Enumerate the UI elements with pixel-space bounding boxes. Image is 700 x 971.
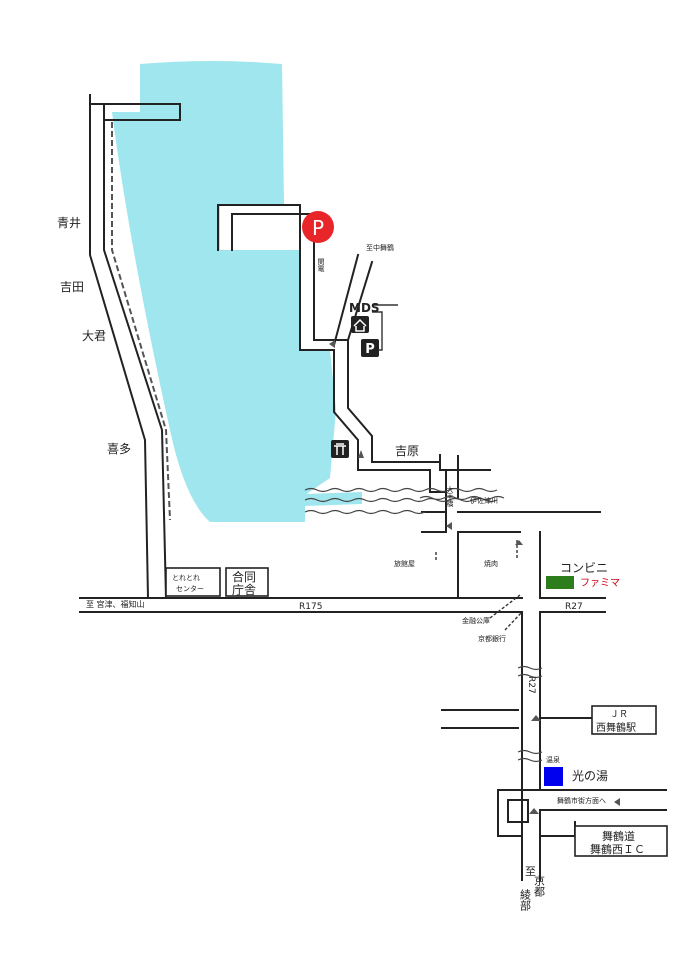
totoreta-label-1: とれとれ — [172, 574, 200, 582]
shop-left-label: 旅館屋 — [394, 559, 415, 568]
small-parking-icon[interactable] — [361, 339, 379, 357]
rail-line — [441, 709, 519, 729]
r27-breaks — [517, 665, 543, 763]
godo-label-1: 合同 — [232, 569, 256, 584]
label-yoshida: 吉田 — [60, 280, 84, 294]
miyazu-dir-label: 至 宮津、福知山 — [86, 599, 145, 609]
small-parking-label: P — [365, 342, 375, 357]
kinroukaikan-label: 金融公庫 — [462, 616, 490, 625]
shrine-icon[interactable] — [331, 440, 349, 458]
onsen-marker-icon[interactable] — [544, 767, 563, 786]
jr-label-2: 西舞鶴駅 — [596, 721, 636, 734]
shop-sanwa-label: 焼肉 — [484, 559, 498, 568]
route-27-vertical-label: R27 — [526, 676, 536, 694]
totoreta-center-box[interactable] — [165, 567, 221, 597]
ohashi-bridge-label: 大手橋 — [446, 485, 454, 508]
parking-pier-road — [217, 204, 315, 351]
coast-road — [89, 94, 168, 600]
ayabe-dir-1: 至 — [525, 865, 536, 878]
parking-marker-icon[interactable] — [302, 211, 334, 243]
jr-label-1: ＪＲ — [610, 710, 628, 720]
konbini-label: コンビニ — [560, 561, 608, 575]
onsen-name-label: 光の湯 — [572, 769, 608, 783]
parking-marker-label: P — [312, 216, 324, 240]
label-yoshiwara: 吉原 — [395, 444, 419, 458]
shop-leaders — [435, 540, 523, 631]
godo-chosha-box[interactable] — [225, 567, 269, 597]
river-label: 伊佐津川 — [470, 496, 498, 505]
city-office-label: 舞鶴市街方面へ — [557, 796, 606, 805]
familymart-label: ファミマ — [580, 578, 620, 589]
mds-label: MDS — [349, 301, 380, 315]
mds-building-glyph — [353, 318, 367, 332]
expressway-label-1: 舞鶴道 — [602, 829, 635, 843]
ayabe-dir-3: 京都 — [533, 874, 546, 897]
vertical-building-label: 関電 — [317, 258, 325, 272]
familymart-marker-icon[interactable] — [546, 576, 574, 589]
yoshiwara-roads — [357, 454, 601, 599]
label-chuseki-dir: 至中舞鶴 — [366, 243, 394, 252]
coast-edge — [111, 122, 171, 521]
totoreta-label-2: センター — [176, 584, 204, 593]
route-27 — [521, 611, 541, 881]
expressway-box[interactable] — [574, 825, 668, 857]
label-ogimi: 大君 — [82, 329, 106, 343]
direction-arrows-icon — [329, 340, 620, 814]
expressway-label-2: 舞鶴西ＩＣ — [590, 842, 645, 856]
jr-station-box[interactable] — [591, 705, 657, 735]
harbor-water — [112, 61, 336, 522]
label-kita: 喜多 — [107, 442, 131, 456]
godo-label-2: 庁舎 — [232, 583, 256, 597]
route-27-label: R27 — [565, 602, 583, 612]
ic-loop — [497, 789, 667, 837]
onsen-small-label: 温泉 — [546, 755, 560, 764]
route-175-label: R175 — [299, 602, 322, 612]
river-waves — [304, 487, 505, 515]
shrine-glyph — [334, 443, 346, 455]
kyoto-bank-label: 京都銀行 — [478, 634, 506, 643]
label-aoi: 青井 — [57, 216, 81, 230]
harbor-road — [299, 339, 373, 471]
route-175 — [79, 597, 606, 613]
ayabe-dir-2: 綾部 — [519, 889, 532, 911]
